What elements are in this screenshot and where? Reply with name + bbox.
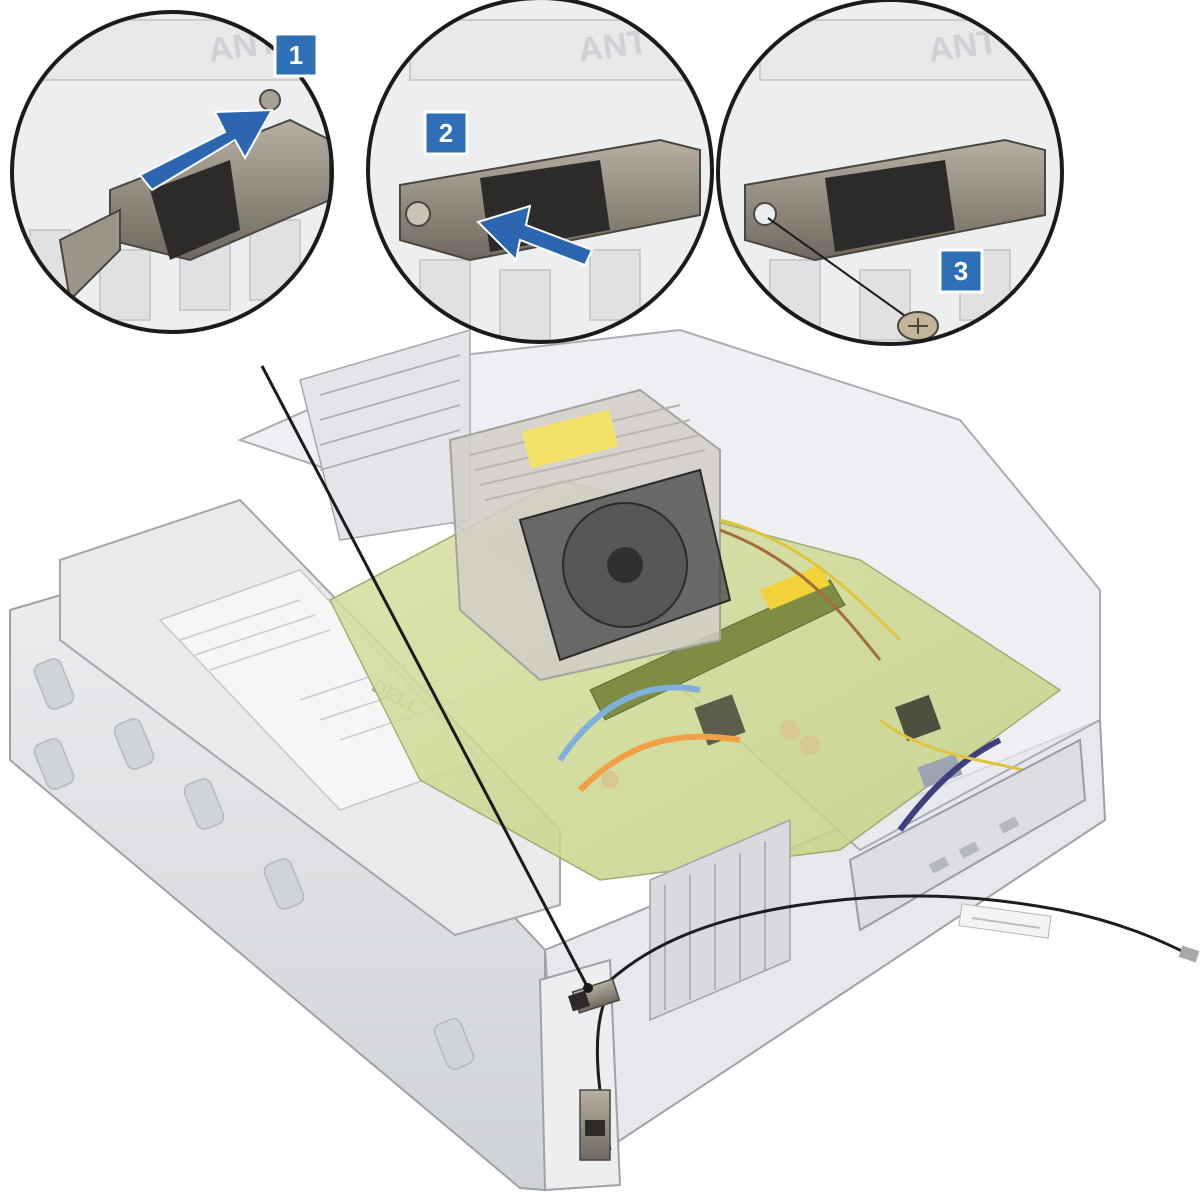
callout-leader-line (260, 365, 590, 989)
antenna-assembly (567, 894, 1200, 1161)
computer-chassis: DELL (9, 328, 1107, 1192)
screw-icon (897, 311, 939, 341)
cpu-heatsink (448, 388, 732, 682)
svg-text:1: 1 (289, 40, 303, 70)
callout-3-screw-path (767, 217, 909, 319)
zoom-callout-step-3: ANT 3 (716, 0, 1064, 346)
rear-io-panel (848, 738, 1087, 932)
side-vents (33, 658, 475, 1070)
zoom-callout-step-1: ANT 1 (10, 10, 334, 334)
heatsink-label (521, 409, 619, 469)
step-badge-1: 1 (273, 32, 319, 78)
drive-cage (299, 328, 471, 541)
antenna-module-bottom (579, 1089, 611, 1161)
svg-text:2: 2 (439, 118, 453, 148)
antenna-cable (598, 894, 1191, 992)
callout-1-slide-arrow (138, 108, 274, 192)
callout-1-antenna-bracket (58, 89, 331, 303)
antenna-connector-end (1178, 945, 1200, 963)
front-grille (649, 818, 791, 1022)
callout-2-press-arrow (476, 204, 594, 267)
callout-3-antenna-bracket (744, 138, 1046, 262)
zoom-callout-step-2: ANT 2 (366, 0, 714, 344)
svg-text:3: 3 (954, 256, 968, 286)
step-badge-3: 3 (938, 248, 984, 294)
antenna-cable-label (958, 903, 1052, 939)
sata-cables (557, 684, 1002, 832)
memory-module (589, 565, 846, 721)
step-badge-2: 2 (423, 110, 469, 156)
antenna-module-top (567, 978, 621, 1014)
motherboard-components (591, 611, 963, 789)
